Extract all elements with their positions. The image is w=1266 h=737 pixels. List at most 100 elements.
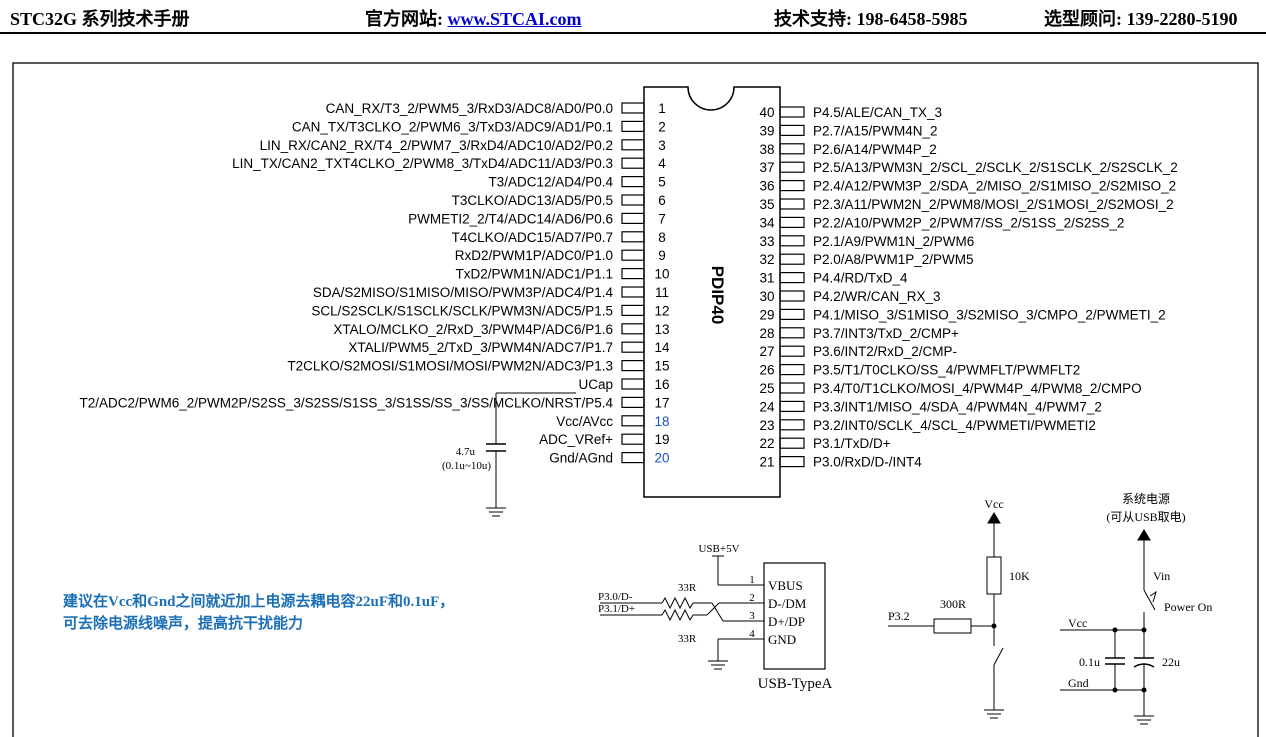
pin-name: XTALO/MCLKO_2/RxD_3/PWM4P/ADC6/P1.6 <box>333 322 613 337</box>
website: 官方网站: www.STCAI.com <box>365 5 582 31</box>
pin-name: T2/ADC2/PWM6_2/PWM2P/S2SS_3/S2SS/S1SS_3/… <box>80 395 614 410</box>
pin-name: T3/ADC12/AD4/P0.4 <box>488 175 613 190</box>
pin-left-15: T2CLKO/S2MOSI/S1MOSI/MOSI/PWM2N/ADC3/P1.… <box>287 359 669 374</box>
pin-name: RxD2/PWM1P/ADC0/P1.0 <box>455 248 613 263</box>
pin-number: 40 <box>759 105 774 120</box>
pin-number: 35 <box>759 197 774 212</box>
page-header: STC32G 系列技术手册 官方网站: www.STCAI.com 技术支持: … <box>0 0 1266 32</box>
pin-name: P2.0/A8/PWM1P_2/PWM5 <box>813 252 974 267</box>
pin-stub <box>779 364 805 376</box>
power-vcc-label: Vcc <box>1068 616 1087 630</box>
pin-number: 15 <box>654 359 669 374</box>
pin-right-30: 30 P4.2/WR/CAN_RX_3 <box>759 289 940 304</box>
pin-left-9: RxD2/PWM1P/ADC0/P1.0 9 <box>455 248 666 263</box>
usb-pin-name: GND <box>768 632 796 647</box>
reset-vcc-label: Vcc <box>984 497 1003 511</box>
pin-stub <box>779 253 805 265</box>
ucap-value: 4.7u <box>456 446 476 458</box>
vin-label: Vin <box>1153 569 1170 583</box>
pin-number: 10 <box>654 267 669 282</box>
pin-name: Gnd/AGnd <box>549 451 613 466</box>
pin-stub <box>621 139 645 151</box>
pin-number: 5 <box>658 175 666 190</box>
pin-stub <box>779 345 805 357</box>
decoupling-note-line1: 建议在Vcc和Gnd之间就近加上电源去耦电容22uF和0.1uF， <box>63 594 455 610</box>
pin-number: 26 <box>759 363 774 378</box>
pin-right-22: 22 P3.1/TxD/D+ <box>759 436 890 451</box>
pin-name: P2.1/A9/PWM1N_2/PWM6 <box>813 234 974 249</box>
pin-stub <box>779 327 805 339</box>
pin-left-8: T4CLKO/ADC15/AD7/P0.7 8 <box>452 230 666 245</box>
pin-stub <box>621 212 645 224</box>
pin-number: 6 <box>658 193 666 208</box>
pin-number: 33 <box>759 234 774 249</box>
usb-pin-number: 3 <box>749 610 755 622</box>
usb-pin-4: 4 GND <box>749 628 796 647</box>
power-subtitle: (可从USB取电) <box>1106 510 1185 524</box>
pin-stub <box>621 304 645 316</box>
usb-connector-label: USB-TypeA <box>758 676 833 692</box>
pin-stub <box>621 286 645 298</box>
pin-number: 37 <box>759 160 774 175</box>
pin-stub <box>621 360 645 372</box>
usb-pin-number: 2 <box>749 592 755 604</box>
pin-name: P3.6/INT2/RxD_2/CMP- <box>813 344 957 359</box>
pin-name: P4.2/WR/CAN_RX_3 <box>813 289 941 304</box>
pin-number: 30 <box>759 289 774 304</box>
usb-pin-number: 4 <box>749 628 755 640</box>
pin-left-5: T3/ADC12/AD4/P0.4 5 <box>488 175 665 190</box>
pin-number: 8 <box>658 230 666 245</box>
pin-number: 39 <box>759 123 774 138</box>
pin-name: P2.4/A12/PWM3P_2/SDA_2/MISO_2/S1MISO_2/S… <box>813 179 1176 194</box>
pin-stub <box>621 102 645 114</box>
pin-stub <box>779 216 805 228</box>
pin-name: P3.7/INT3/TxD_2/CMP+ <box>813 326 959 341</box>
pin-name: P2.3/A11/PWM2N_2/PWM8/MOSI_2/S1MOSI_2/S2… <box>813 197 1174 212</box>
website-label: 官方网站: <box>365 9 448 29</box>
cap-large-label: 22u <box>1162 655 1180 669</box>
reset-port-label: P3.2 <box>888 609 910 623</box>
pin-number: 38 <box>759 142 774 157</box>
pin-right-35: 35 P2.3/A11/PWM2N_2/PWM8/MOSI_2/S1MOSI_2/… <box>759 197 1173 212</box>
pin-stub <box>779 180 805 192</box>
usb-dp-port: P3.1/D+ <box>598 603 635 615</box>
pin-name: T4CLKO/ADC15/AD7/P0.7 <box>452 230 613 245</box>
pin-number: 23 <box>759 418 774 433</box>
pin-stub <box>621 157 645 169</box>
pin-stub <box>621 415 645 427</box>
cap-small-label: 0.1u <box>1079 655 1100 669</box>
website-link[interactable]: www.STCAI.com <box>447 9 582 29</box>
pin-left-19: ADC_VRef+19 <box>539 432 669 447</box>
pin-name: LIN_TX/CAN2_TXT4CLKO_2/PWM8_3/TxD4/ADC11… <box>232 156 613 171</box>
pin-name: P3.1/TxD/D+ <box>813 436 891 451</box>
pin-name: P3.3/INT1/MISO_4/SDA_4/PWM4N_4/PWM7_2 <box>813 399 1102 414</box>
power-title: 系统电源 <box>1122 492 1170 506</box>
pin-name: LIN_RX/CAN2_RX/T4_2/PWM7_3/RxD4/ADC10/AD… <box>260 138 613 153</box>
pin-stub <box>621 268 645 280</box>
pin-number: 9 <box>658 248 666 263</box>
tech-support: 技术支持: 198-6458-5985 <box>774 9 968 29</box>
pin-number: 22 <box>759 436 774 451</box>
pin-name: PWMETI2_2/T4/ADC14/AD6/P0.6 <box>408 211 613 226</box>
diagram-frame <box>12 62 1259 737</box>
pin-number: 25 <box>759 381 774 396</box>
pin-name: T3CLKO/ADC13/AD5/P0.5 <box>452 193 613 208</box>
pin-stub <box>621 249 645 261</box>
pin-number: 3 <box>658 138 666 153</box>
usb-pin-name: VBUS <box>768 578 803 593</box>
